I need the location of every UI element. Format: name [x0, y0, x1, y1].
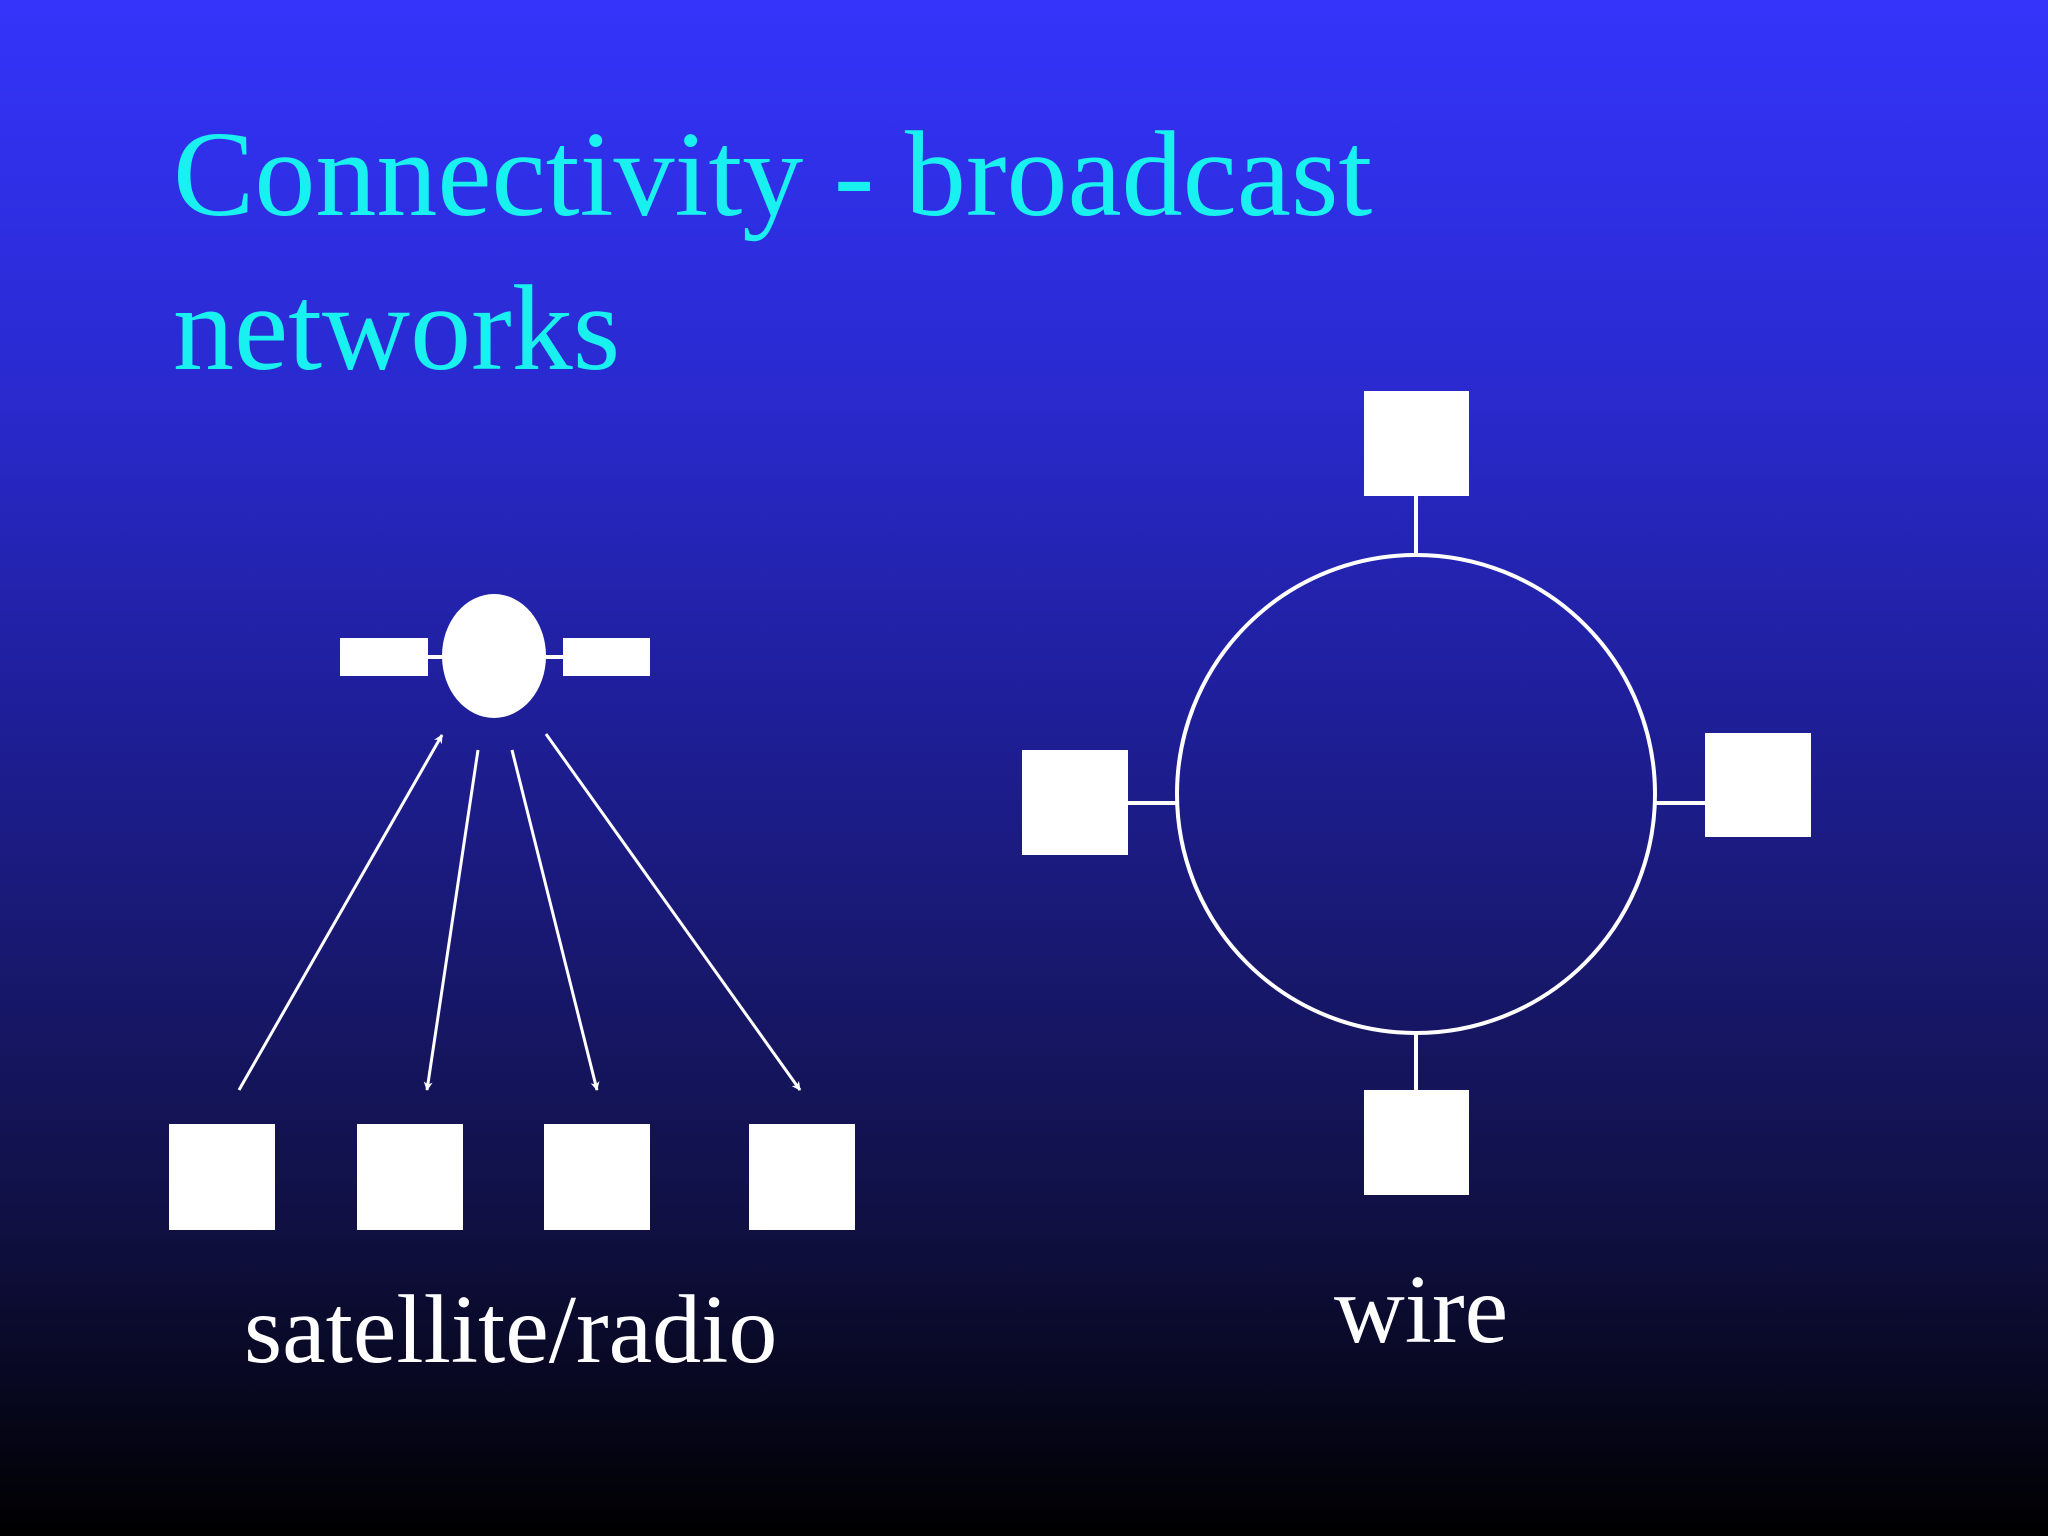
- station-node: [1705, 733, 1811, 837]
- wire-caption: wire: [1334, 1256, 1509, 1364]
- satellite: [340, 594, 650, 718]
- uplink-arrow: [237, 734, 444, 1091]
- downlink-arrow-3: [544, 733, 802, 1091]
- downlink-arrow-2: [510, 749, 600, 1091]
- ring-taps: [1128, 496, 1705, 1090]
- satellite-radio-caption: satellite/radio: [244, 1276, 778, 1384]
- satellite-network: [169, 594, 855, 1230]
- station-node: [169, 1124, 275, 1230]
- wire-stations: [1022, 391, 1811, 1195]
- satellite-left-panel: [340, 638, 428, 676]
- station-node: [1364, 1090, 1469, 1195]
- satellite-body: [442, 594, 546, 718]
- station-node: [1022, 750, 1128, 855]
- station-node: [1364, 391, 1469, 496]
- satellite-stations: [169, 1124, 855, 1230]
- station-node: [749, 1124, 855, 1230]
- downlink-arrow-1: [423, 749, 480, 1091]
- broadcast-links: [237, 733, 802, 1091]
- station-node: [357, 1124, 463, 1230]
- ring-cable: [1175, 553, 1657, 1035]
- station-node: [544, 1124, 650, 1230]
- wire-network: [1022, 391, 1811, 1195]
- satellite-right-panel: [563, 638, 650, 676]
- slide-title: Connectivity - broadcast networks: [173, 107, 1373, 396]
